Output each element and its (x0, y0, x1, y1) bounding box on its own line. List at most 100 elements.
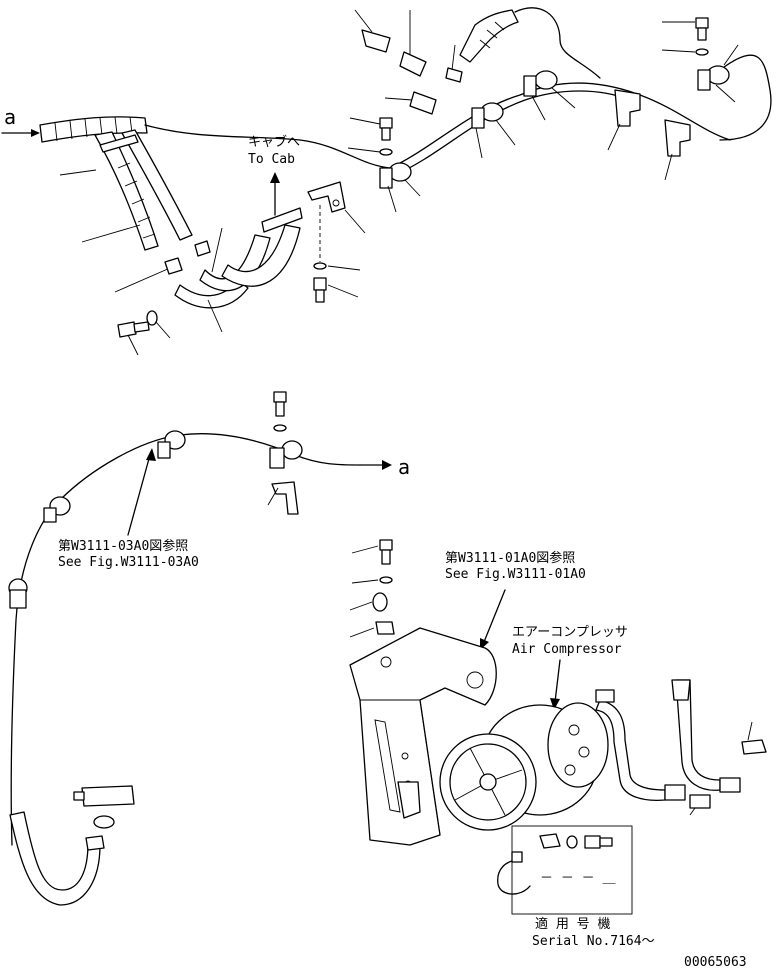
leader-tr-clamp2 (475, 127, 483, 159)
air-comp-arrowhead (550, 698, 560, 710)
harness-wire-top (514, 7, 601, 79)
bolt-br-lower (689, 794, 711, 809)
see-01-en-label: See Fig.W3111-01A0 (445, 567, 586, 582)
hose-clamp-band (99, 134, 139, 153)
pulley-hub (479, 773, 497, 791)
leader-connector1 (354, 9, 373, 33)
clamp-mid-1 (157, 430, 186, 459)
clamp-2 (471, 102, 504, 129)
leader-bolt-mid (327, 284, 359, 298)
washer-left (146, 310, 158, 326)
leader-clamp (59, 169, 97, 176)
clamp-3 (523, 70, 558, 97)
leader-connector3 (384, 97, 413, 101)
connector-1 (361, 29, 391, 53)
bracket-hole-1 (466, 671, 484, 689)
leader-tr-clamp6b (723, 44, 739, 66)
wrapped-hose-upper (39, 116, 148, 143)
clamp-4 (614, 89, 641, 127)
harness-loop-right (719, 54, 772, 141)
serial-box (511, 825, 633, 915)
leader-br-clamp (349, 601, 373, 611)
hose-bundle-top-left: a (1, 105, 193, 293)
pipe-elbows-cluster (117, 207, 303, 356)
hose-fitting-nut (73, 791, 85, 801)
bolt-head-mid (313, 277, 327, 291)
wrapped-hose-down-2 (121, 129, 193, 241)
leader-washer-mid (327, 265, 361, 271)
bracket-edges (360, 699, 441, 836)
harness-wire-main (144, 82, 731, 169)
clamp-5 (664, 119, 691, 157)
bolt-shank-br (381, 549, 391, 565)
leader-connector4 (451, 44, 456, 71)
harness-top-right (144, 7, 772, 213)
port-1 (568, 724, 580, 736)
hose-wrap-lines (54, 116, 133, 142)
leader-tr-clamp3b (551, 87, 576, 109)
serial-connector (511, 851, 523, 863)
clip-br (375, 621, 395, 635)
serial-clip (539, 833, 561, 849)
wrapped-hose-top (459, 9, 519, 63)
leader-bracket-mid-r (267, 487, 279, 506)
bolt-head-tr2 (695, 17, 709, 29)
serial-dashes: － － － ＿ (540, 871, 615, 886)
connector-4 (445, 67, 463, 83)
hose-wrap-top-lines (479, 21, 505, 49)
harness-middle-left: a 第W3111-03A0図参照 See Fig.W3111-03A0 (8, 391, 410, 846)
hose-clip-2 (194, 240, 211, 257)
serial-en-label: Serial No.7164～ (532, 934, 655, 949)
compressor-head (547, 702, 609, 788)
bolt-head-left (117, 321, 137, 338)
leader-tr-clamp3 (531, 95, 546, 121)
bolt-shank-mid (315, 289, 325, 303)
clamp-1 (379, 162, 412, 189)
clamp-mid-3 (8, 578, 28, 609)
serial-jp-label: 適 用 号 機 (535, 916, 610, 932)
to-cab-arrowhead (270, 172, 280, 183)
serial-washer (566, 835, 578, 849)
hose-end-cap (85, 835, 105, 851)
pipe-right-2-fitting (671, 679, 691, 701)
pulley-spokes (454, 747, 523, 816)
bolt-shank-tr2 (697, 27, 707, 41)
serial-wire (497, 859, 531, 895)
hose-clip-1 (164, 257, 183, 275)
connector-3 (409, 91, 437, 115)
leader-elbow-top (211, 227, 223, 273)
bracket-hole-2 (380, 656, 392, 668)
leader-tr-washer (347, 147, 381, 153)
washer-mid-r (273, 424, 287, 432)
clamp-br (372, 592, 388, 612)
ref-a-top-arrowhead (31, 129, 40, 137)
bracket-mid-r (271, 481, 299, 515)
see-03-arrowhead (146, 448, 156, 461)
leader-tr-clamp5 (664, 153, 673, 181)
leader-br-right (747, 721, 753, 741)
leader-hose (81, 224, 141, 243)
to-cab-callout: キャブへ To Cab (248, 134, 300, 216)
bracket-tab (397, 781, 421, 819)
washer-tr2 (695, 48, 709, 56)
hose-fitting (81, 785, 135, 807)
leader-br-clip (349, 627, 375, 638)
leader-br-lower (689, 807, 696, 816)
to-cab-en-label: To Cab (248, 152, 295, 167)
see-01-arrow-line (483, 589, 506, 643)
elbow-pipe-1 (174, 279, 249, 309)
elbow-pipe-2 (199, 234, 271, 292)
see-03-arrow-line (127, 454, 151, 536)
pipe-right-2-end (719, 777, 741, 793)
bolt-shank-tr1 (381, 127, 391, 141)
see-03-jp-label: 第W3111-03A0図参照 (58, 538, 188, 554)
hose-clamp-ring (93, 815, 115, 829)
to-cab-jp-label: キャブへ (248, 134, 300, 150)
elbow-pipe-3 (221, 224, 301, 287)
leader-tr-bolt (349, 117, 381, 125)
washer-mid (313, 262, 327, 270)
harness-wire-mid (10, 433, 361, 846)
washer-tr1 (379, 148, 393, 156)
